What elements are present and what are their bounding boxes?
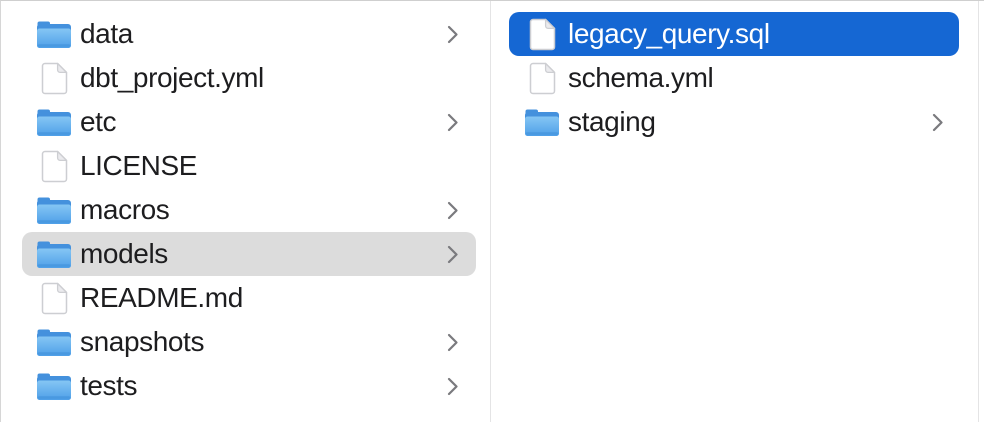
folder-icon [525, 109, 559, 136]
file-row[interactable]: LICENSE [22, 144, 476, 188]
document-icon [529, 62, 556, 95]
file-icon-box [37, 193, 71, 227]
file-icon-box [37, 105, 71, 139]
chevron-right-icon [446, 332, 459, 353]
file-icon-box [525, 17, 559, 51]
file-icon-box [37, 237, 71, 271]
folder-icon [37, 329, 71, 356]
file-icon-box [37, 61, 71, 95]
file-row[interactable]: macros [22, 188, 476, 232]
file-row[interactable]: staging [509, 100, 959, 144]
file-label: models [80, 238, 168, 269]
file-label: dbt_project.yml [80, 62, 264, 93]
file-label: README.md [80, 282, 243, 313]
chevron-right-icon [446, 376, 459, 397]
file-icon-box [525, 61, 559, 95]
file-icon-box [37, 369, 71, 403]
file-icon-box [37, 325, 71, 359]
file-label: LICENSE [80, 150, 198, 181]
file-row[interactable]: data [22, 12, 476, 56]
folder-icon [37, 197, 71, 224]
chevron-right-icon [446, 112, 459, 133]
file-icon-box [37, 281, 71, 315]
document-icon [41, 282, 68, 315]
file-label: tests [80, 370, 138, 401]
file-row[interactable]: schema.yml [509, 56, 959, 100]
next-column-empty [979, 1, 984, 422]
file-label: data [80, 18, 133, 49]
file-row[interactable]: etc [22, 100, 476, 144]
chevron-right-icon [446, 244, 459, 265]
file-label: schema.yml [568, 62, 714, 93]
file-row[interactable]: snapshots [22, 320, 476, 364]
file-row[interactable]: legacy_query.sql [509, 12, 959, 56]
file-icon-box [525, 105, 559, 139]
file-label: legacy_query.sql [568, 18, 770, 49]
file-label: macros [80, 194, 170, 225]
folder-icon [37, 241, 71, 268]
folder-icon [37, 109, 71, 136]
document-icon [41, 150, 68, 183]
file-icon-box [37, 149, 71, 183]
file-column-2: legacy_query.sql [491, 1, 979, 422]
file-label: staging [568, 106, 656, 137]
file-row[interactable]: README.md [22, 276, 476, 320]
folder-icon [37, 373, 71, 400]
file-row[interactable]: models [22, 232, 476, 276]
folder-icon [37, 21, 71, 48]
file-row[interactable]: tests [22, 364, 476, 408]
file-label: etc [80, 106, 117, 137]
file-label: snapshots [80, 326, 205, 357]
document-icon [529, 18, 556, 51]
document-icon [41, 62, 68, 95]
chevron-right-icon [446, 24, 459, 45]
file-row[interactable]: dbt_project.yml [22, 56, 476, 100]
file-column-1: data [1, 1, 491, 422]
chevron-right-icon [931, 112, 944, 133]
chevron-right-icon [446, 200, 459, 221]
file-icon-box [37, 17, 71, 51]
